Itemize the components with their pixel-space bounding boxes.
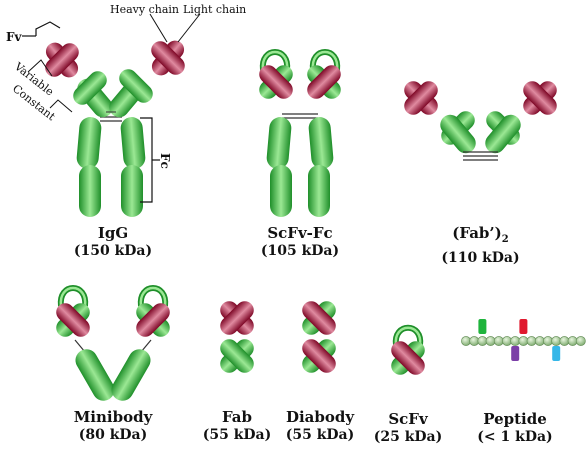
capsule-green — [75, 349, 115, 401]
capsule-red — [136, 303, 170, 337]
peptide-bead — [543, 336, 553, 346]
format-weight: (25 kDa) — [373, 429, 443, 445]
peptide-label: Peptide (< 1 kDa) — [465, 410, 565, 446]
peptide-bead — [477, 336, 488, 346]
format-name: Minibody — [73, 408, 153, 426]
capsule-red — [307, 65, 341, 99]
capsule-red — [151, 41, 185, 75]
capsule-green — [485, 114, 521, 154]
peptide-molecule — [461, 319, 586, 361]
format-weight: (55 kDa) — [202, 427, 272, 443]
capsule-red — [302, 301, 336, 335]
capsule-green — [111, 349, 151, 401]
peptide-bead — [551, 336, 562, 346]
peptide-side-chain-purple — [511, 346, 520, 361]
scfv-molecule — [391, 324, 425, 375]
format-name: Diabody — [285, 408, 355, 426]
peptide-bead — [559, 336, 570, 346]
capsule-green — [440, 114, 476, 154]
capsule-green — [121, 165, 143, 217]
format-name: Fab — [221, 408, 253, 426]
fab2-label: (Fab’)2 (110 kDa) — [433, 224, 528, 267]
peptide-side-chain-green — [478, 319, 487, 334]
peptide-bead — [485, 336, 496, 346]
format-weight: (< 1 kDa) — [477, 429, 553, 445]
format-name: IgG — [97, 224, 129, 242]
scfv-fc-molecule — [259, 49, 341, 217]
capsule-red — [56, 303, 90, 337]
igg-molecule — [22, 13, 201, 217]
capsule-red — [523, 81, 557, 115]
scfv-fc-label: ScFv-Fc (105 kDa) — [255, 224, 345, 260]
scfv-label: ScFv (25 kDa) — [366, 410, 450, 446]
light-chain-label: Light chain — [183, 3, 247, 16]
capsule-red — [404, 81, 438, 115]
peptide-bead — [526, 336, 537, 346]
fc-label: Fc — [158, 153, 172, 169]
format-name-text: (Fab’) — [452, 224, 502, 242]
capsule-green — [308, 165, 330, 217]
heavy-chain-label: Heavy chain — [110, 3, 179, 16]
capsule-green — [120, 117, 146, 169]
capsule-green — [308, 117, 334, 169]
minibody-molecule — [56, 285, 170, 401]
capsule-red — [391, 341, 425, 375]
capsule-red — [45, 43, 79, 77]
fab-label: Fab (55 kDa) — [197, 408, 277, 444]
peptide-side-chain-red — [519, 319, 528, 334]
peptide-bead — [575, 336, 586, 346]
format-weight: (80 kDa) — [78, 427, 148, 443]
peptide-bead — [461, 336, 471, 346]
igg-fc-region — [76, 116, 146, 217]
format-name-subscript: 2 — [501, 234, 509, 245]
igg-label: IgG (150 kDa) — [68, 224, 158, 260]
format-name: ScFv-Fc — [267, 224, 333, 242]
format-weight: (150 kDa) — [73, 243, 153, 259]
capsule-green — [79, 165, 101, 217]
capsule-green — [76, 117, 102, 169]
capsule-green — [220, 339, 254, 373]
capsule-red — [302, 339, 336, 373]
peptide-bead — [534, 336, 545, 346]
diabody-molecule — [302, 301, 336, 373]
fab-molecule — [220, 301, 254, 373]
fv-label: Fv — [6, 30, 22, 44]
peptide-bead — [510, 336, 521, 346]
peptide-bead — [469, 336, 480, 346]
diabody-label: Diabody (55 kDa) — [280, 408, 360, 444]
peptide-bead — [502, 336, 512, 346]
fab2-molecule — [404, 81, 557, 161]
capsule-red — [259, 65, 293, 99]
peptide-side-chain-cyan — [552, 346, 561, 361]
peptide-bead — [493, 336, 504, 346]
capsule-red — [220, 301, 254, 335]
minibody-label: Minibody (80 kDa) — [65, 408, 161, 444]
capsule-green — [119, 69, 153, 103]
format-name: ScFv — [388, 410, 428, 428]
capsule-green — [270, 165, 292, 217]
format-weight: (55 kDa) — [285, 427, 355, 443]
format-name: (Fab’)2 — [433, 224, 528, 249]
peptide-bead — [518, 336, 529, 346]
format-weight: (110 kDa) — [441, 250, 520, 266]
peptide-bead — [567, 336, 578, 346]
format-weight: (105 kDa) — [260, 243, 340, 259]
capsule-green — [266, 117, 292, 169]
format-name: Peptide — [483, 410, 547, 428]
capsule-green — [73, 71, 107, 105]
